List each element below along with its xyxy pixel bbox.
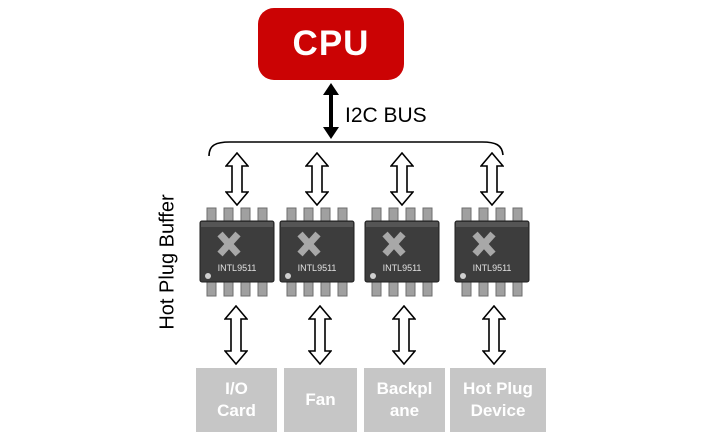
device-label: I/O Card xyxy=(217,378,256,420)
chip-pin1-dot xyxy=(370,273,376,279)
hot-plug-buffer-chip: INTL9511 xyxy=(364,207,440,297)
chip-bevel xyxy=(201,222,273,227)
device-box-hot-plug-device: Hot Plug Device xyxy=(450,368,546,432)
device-label: Hot Plug Device xyxy=(463,378,533,420)
chip-pin1-dot xyxy=(285,273,291,279)
cpu-bus-double-arrow-icon xyxy=(323,83,339,139)
bus-chip-double-arrow-icon xyxy=(480,152,504,206)
chip-pin1-dot xyxy=(205,273,211,279)
device-label: Backplane xyxy=(376,378,433,420)
chip-logo-icon xyxy=(297,231,321,257)
bus-chip-double-arrow-icon xyxy=(390,152,414,206)
hot-plug-buffer-chip: INTL9511 xyxy=(199,207,275,297)
hot-plug-buffer-label: Hot Plug Buffer xyxy=(156,194,179,330)
device-box-io-card: I/O Card xyxy=(196,368,277,432)
chip-part-number: INTL9511 xyxy=(218,263,257,273)
i2c-bus-label: I2C BUS xyxy=(345,104,427,127)
chip-part-number: INTL9511 xyxy=(473,263,512,273)
chip-device-double-arrow-icon xyxy=(482,305,506,365)
chip-logo-icon xyxy=(472,231,496,257)
hot-plug-buffer-chip: INTL9511 xyxy=(454,207,530,297)
chip-bevel xyxy=(366,222,438,227)
bus-chip-double-arrow-icon xyxy=(225,152,249,206)
chip-bevel xyxy=(281,222,353,227)
chip-pin1-dot xyxy=(460,273,466,279)
device-box-fan: Fan xyxy=(284,368,357,432)
chip-device-double-arrow-icon xyxy=(224,305,248,365)
chip-device-double-arrow-icon xyxy=(392,305,416,365)
i2c-bus-brace xyxy=(208,141,504,157)
cpu-label: CPU xyxy=(292,24,370,63)
hot-plug-buffer-chip: INTL9511 xyxy=(279,207,355,297)
chip-part-number: INTL9511 xyxy=(298,263,337,273)
chip-bevel xyxy=(456,222,528,227)
cpu-block: CPU xyxy=(258,8,404,80)
chip-logo-icon xyxy=(217,231,241,257)
chip-part-number: INTL9511 xyxy=(383,263,422,273)
chip-device-double-arrow-icon xyxy=(308,305,332,365)
bus-chip-double-arrow-icon xyxy=(305,152,329,206)
chip-logo-icon xyxy=(382,231,406,257)
device-box-backplane: Backplane xyxy=(364,368,445,432)
device-label: Fan xyxy=(305,389,336,409)
